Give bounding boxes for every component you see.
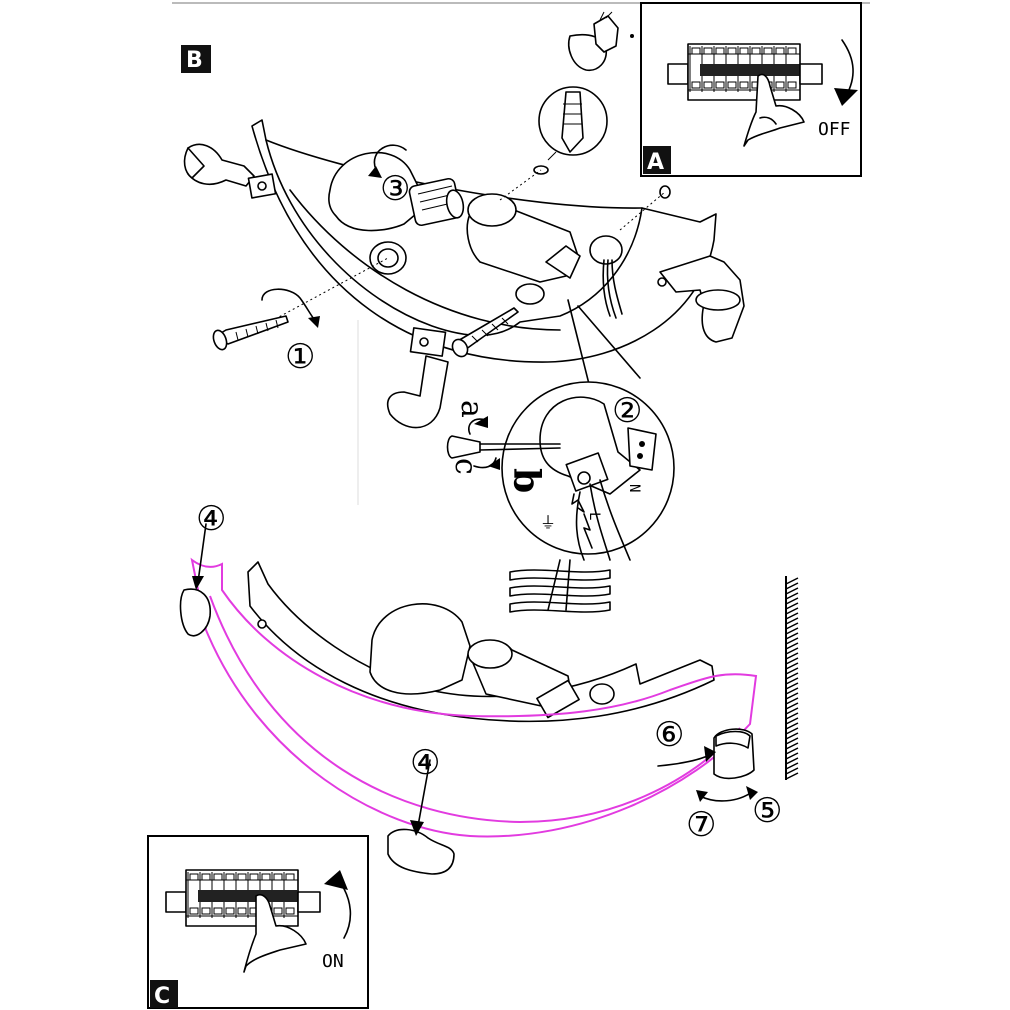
terminal-earth-label: ⏚ xyxy=(540,513,556,532)
step-5-label: ⑤ xyxy=(752,791,782,831)
step-6-label: ⑥ xyxy=(654,715,684,755)
cable-entry-icon xyxy=(589,235,623,319)
drill-hole-marker xyxy=(659,185,671,199)
screw-icon xyxy=(212,315,289,351)
panel-c-badge: C xyxy=(154,984,170,1009)
step-4b-label: ④ xyxy=(410,743,440,783)
panel-a-switch-off: OFF A xyxy=(640,2,862,177)
switch-off-label: OFF xyxy=(818,119,851,140)
step-1-label: ① xyxy=(285,337,315,377)
detail-b-label: b xyxy=(505,468,547,493)
clip-right-icon xyxy=(657,728,758,802)
rotate-arrow-screw xyxy=(261,288,317,323)
panel-b: B xyxy=(181,45,211,73)
glass-shade-icon xyxy=(190,557,758,838)
hand-icon-2 xyxy=(243,893,307,973)
switch-on-label: ON xyxy=(322,951,344,972)
step-4-label: ④ xyxy=(196,499,226,539)
terminal-l-label: L xyxy=(586,512,602,520)
wall-hatch xyxy=(785,576,799,780)
lamp-holder-icon xyxy=(466,193,581,305)
clip-left-icon xyxy=(179,523,211,637)
detail-a-label: a xyxy=(454,400,489,418)
bulb-icon xyxy=(328,144,465,232)
panel-a-badge: A xyxy=(647,150,664,175)
breaker-panel-icon-2 xyxy=(165,869,321,927)
step-3-label: ③ xyxy=(380,169,410,209)
wiring-detail: N L ⏚ ② xyxy=(501,299,675,561)
lamp-assembly-bottom xyxy=(247,561,715,723)
wall-plate-assembly xyxy=(183,119,745,429)
panel-b-badge: B xyxy=(186,48,203,73)
screwdriver-icon: a c b xyxy=(446,400,561,493)
breaker-panel-icon xyxy=(667,43,823,101)
hand-icon xyxy=(743,73,805,147)
screw-icon-2 xyxy=(451,307,519,358)
clip-bottom-icon xyxy=(387,759,455,875)
panel-c-switch-on: ON C xyxy=(147,835,369,1009)
step-2-label: ② xyxy=(612,391,642,431)
wall-plug-detail xyxy=(533,86,608,175)
terminal-n-label: N xyxy=(626,484,642,492)
lampholder-small-icon xyxy=(568,11,634,72)
detail-c-label: c xyxy=(448,458,483,475)
step-7-label: ⑦ xyxy=(686,805,716,845)
wall-cables-icon xyxy=(509,559,611,613)
